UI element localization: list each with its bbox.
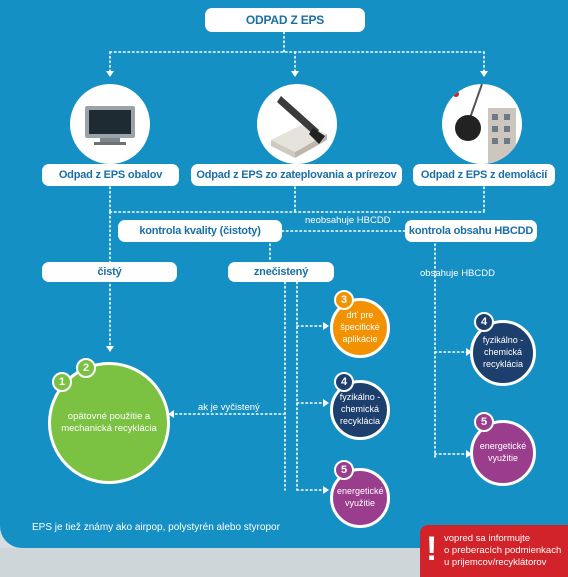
recycle-number-1: 1: [52, 372, 72, 392]
monitor-icon: [70, 84, 150, 164]
contaminated-box: znečistený: [228, 262, 334, 282]
energy-right-text: energetické využitie: [479, 441, 527, 463]
contains-hbcd-label: obsahuje HBCDD: [420, 268, 495, 279]
title-box: ODPAD Z EPS: [205, 8, 365, 32]
no-hbcd-label: neobsahuje HBCDD: [305, 215, 391, 226]
source-label-demolition: Odpad z EPS z demolácií: [413, 164, 555, 186]
energy-mid-text: energetické využitie: [337, 486, 384, 508]
recycle-number-2: 2: [76, 358, 96, 378]
chem-mid-number: 4: [334, 372, 354, 392]
exclamation-icon: !: [426, 530, 438, 568]
recycle-text: opätovné použitie a mechanická recykláci…: [61, 410, 157, 434]
source-label-packaging: Odpad z EPS obalov: [42, 164, 179, 186]
hbcd-check-box: kontrola obsahu HBCDD: [405, 220, 537, 242]
chem-right-number: 4: [474, 312, 494, 332]
chem-mid-text: fyzikálno -chemická recyklácia: [339, 392, 381, 426]
chem-right-text: fyzikálno -chemická recyklácia: [482, 335, 524, 369]
energy-right-number: 5: [474, 412, 494, 432]
if-cleaned-label: ak je vyčistený: [198, 402, 260, 413]
grind-text: drť pre špecifické aplikácie: [340, 310, 380, 344]
saw-icon: [257, 84, 337, 164]
quality-check-box: kontrola kvality (čistoty): [118, 220, 282, 242]
warning-text: vopred sa informujte o preberacích podmi…: [444, 533, 562, 568]
clean-box: čistý: [42, 262, 177, 282]
grind-number: 3: [334, 290, 354, 310]
chem-right-circle: fyzikálno -chemická recyklácia: [470, 320, 536, 386]
source-label-insulation: Odpad z EPS zo zateplovania a prírezov: [191, 164, 402, 186]
footnote: EPS je tiež známy ako airpop, polystyrén…: [32, 522, 280, 533]
wrecking-ball-icon: [442, 84, 522, 164]
energy-mid-number: 5: [334, 460, 354, 480]
warning-box: ! vopred sa informujte o preberacích pod…: [420, 525, 568, 577]
